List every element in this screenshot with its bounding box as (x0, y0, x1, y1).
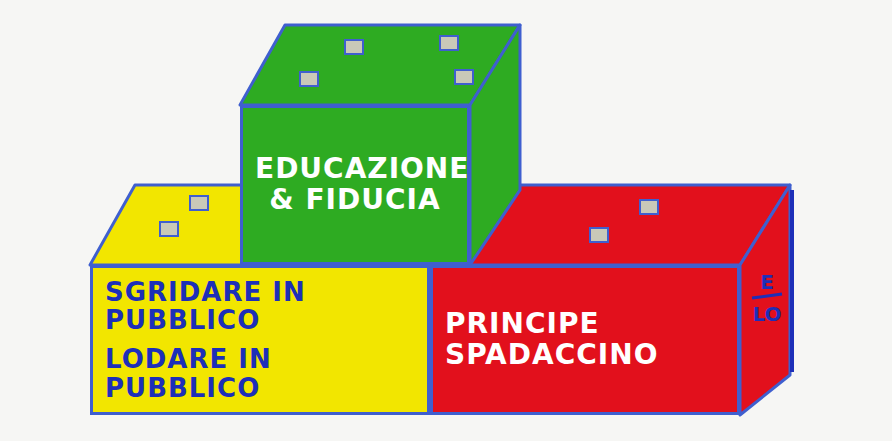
green-box: EDUCAZIONE & FIDUCIA (240, 105, 470, 265)
box-text: LODARE IN PUBBLICO (105, 345, 415, 402)
red-box: PRINCIPE SPADACCINO (430, 265, 740, 415)
side-label: LO (747, 304, 787, 324)
box-text: SGRIDARE IN PUBBLICO (105, 278, 415, 335)
yellow-box: SGRIDARE IN PUBBLICO LODARE IN PUBBLICO (90, 265, 430, 415)
side-label: E (747, 272, 787, 292)
box-text: EDUCAZIONE & FIDUCIA (255, 154, 455, 216)
box-text: PRINCIPE SPADACCINO (445, 309, 725, 371)
